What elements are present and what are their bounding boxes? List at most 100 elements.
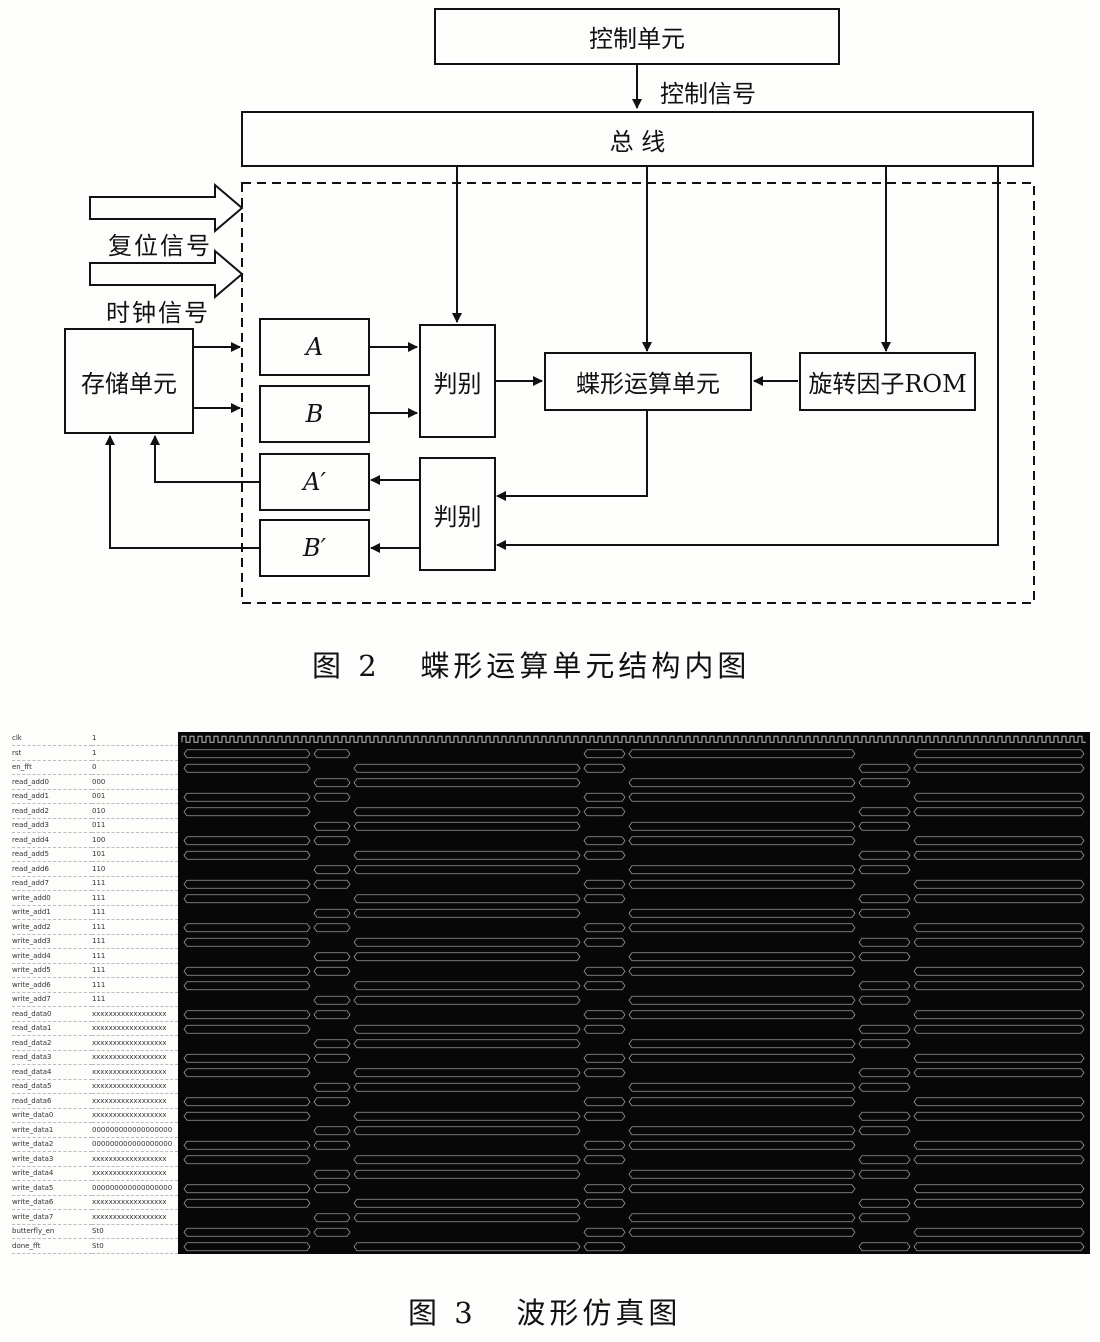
waveform-signal-name: read_data5 [12,1080,92,1094]
clock-signal-label: 时钟信号 [106,299,210,327]
waveform-trace [183,1198,1085,1208]
waveform-signal-value: xxxxxxxxxxxxxxxxxx [92,1109,178,1123]
waveform-signal-name: write_add4 [12,950,92,964]
twiddle-rom-label: 旋转因子ROM [808,370,967,398]
waveform-signal-name: read_data4 [12,1066,92,1080]
waveform-trace [183,836,1085,846]
waveform-signal-name: write_data5 [12,1182,92,1196]
waveform-trace [313,908,911,918]
bus-box: 总 线 [241,111,1034,167]
waveform-signal-value: 111 [92,950,178,964]
discriminator-bottom-box: 判别 [419,457,496,571]
control-unit-box: 控制单元 [434,8,840,65]
clock-hollow-arrow [89,248,244,300]
waveform-trace [183,850,1085,860]
reset-signal-label: 复位信号 [108,232,212,260]
waveform-trace [183,1053,1085,1063]
waveform-signal-value: 000000000000000000 [92,1124,178,1138]
waveform-trace [183,1155,1085,1165]
waveform-signal-name: write_add6 [12,979,92,993]
waveform-panel [178,732,1090,1254]
butterfly-unit-label: 蝶形运算单元 [576,370,720,398]
waveform-signal-value: 011 [92,819,178,833]
waveform-signal-value: 111 [92,993,178,1007]
waveform-signal-value: 1 [92,732,178,746]
bus-label: 总 线 [609,127,666,156]
waveform-signal-name: read_add2 [12,805,92,819]
waveform-trace [313,1213,911,1223]
waveform-trace [183,807,1085,817]
waveform-signal-value: 111 [92,935,178,949]
waveform-signal-value: St0 [92,1225,178,1239]
waveform-signal-value: 101 [92,848,178,862]
waveform-signal-value: xxxxxxxxxxxxxxxxxx [92,1051,178,1065]
waveform-trace [183,763,1085,773]
waveform-trace [183,966,1085,976]
waveform-signal-value: 111 [92,892,178,906]
discriminator-bottom-label: 判别 [433,502,482,531]
waveform-signal-value: 111 [92,979,178,993]
waveform-trace [183,1068,1085,1078]
waveform-signal-name: read_add5 [12,848,92,862]
register-b-label: B [305,400,324,428]
waveform-trace [183,1184,1085,1194]
waveform-trace [183,1242,1085,1252]
waveform-trace [181,735,1086,743]
waveform-signal-value: xxxxxxxxxxxxxxxxxx [92,1153,178,1167]
waveform-signal-value: 110 [92,863,178,877]
waveform-signal-name: write_add5 [12,964,92,978]
waveform-signal-name: read_data0 [12,1008,92,1022]
waveform-signal-value: 111 [92,877,178,891]
waveform-signal-name: write_data1 [12,1124,92,1138]
waveform-signal-name: read_data2 [12,1037,92,1051]
waveform-signal-value: xxxxxxxxxxxxxxxxxx [92,1022,178,1036]
waveform-signal-name: write_data2 [12,1138,92,1152]
waveform-signal-value: 001 [92,790,178,804]
control-signal-label: 控制信号 [660,80,756,108]
waveform-signal-name: write_data6 [12,1196,92,1210]
discriminator-top-label: 判别 [433,369,482,398]
waveform-signal-value: xxxxxxxxxxxxxxxxxx [92,1196,178,1210]
waveform-signal-value: 010 [92,805,178,819]
waveform-signal-value: 1 [92,747,178,761]
discriminator-top-box: 判别 [419,324,496,438]
waveform-signal-name: read_add1 [12,790,92,804]
waveform-signal-name: write_add0 [12,892,92,906]
storage-unit-box: 存储单元 [64,328,194,434]
figure2-caption: 图 2 蝶形运算单元结构内图 [312,649,751,683]
waveform-trace [183,749,1085,759]
waveform-trace [183,1024,1085,1034]
waveform-signal-value: St0 [92,1240,178,1254]
twiddle-rom-box: 旋转因子ROM [799,352,976,411]
waveform-trace [313,995,911,1005]
waveform-signal-name: clk [12,732,92,746]
register-a-box: A [259,318,370,376]
waveform-signal-value: 100 [92,834,178,848]
dashed-enclosure [241,182,1035,604]
waveform-trace [183,1227,1085,1237]
waveform-signal-value: xxxxxxxxxxxxxxxxxx [92,1066,178,1080]
butterfly-unit-box: 蝶形运算单元 [544,352,752,411]
waveform-signal-name: read_add3 [12,819,92,833]
waveform-trace [313,1039,911,1049]
register-a-prime-label: A′ [303,468,326,496]
waveform-trace [183,879,1085,889]
waveform-signal-name: write_data4 [12,1167,92,1181]
waveform-trace [183,894,1085,904]
waveform-signal-name: write_add2 [12,921,92,935]
waveform-signal-name: write_data3 [12,1153,92,1167]
waveform-trace [313,778,911,788]
waveform-signal-name: done_fft [12,1240,92,1254]
waveform-trace [183,792,1085,802]
waveform-signal-value: xxxxxxxxxxxxxxxxxx [92,1037,178,1051]
register-b-prime-box: B′ [259,519,370,577]
register-b-box: B [259,385,370,443]
waveform-trace [183,937,1085,947]
waveform-signal-name: write_add7 [12,993,92,1007]
waveform-signal-name: read_add4 [12,834,92,848]
waveform-signal-name: write_data0 [12,1109,92,1123]
waveform-signal-name: en_fft [12,761,92,775]
waveform-signal-name: read_data3 [12,1051,92,1065]
